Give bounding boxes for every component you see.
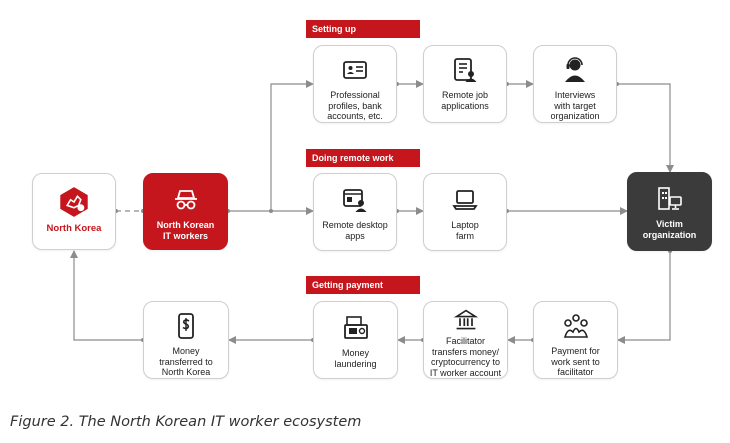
node-label: Professional profiles, bank accounts, et… [327, 90, 383, 121]
node-label: Interviews with target organization [550, 90, 600, 121]
node-professional-profiles: Professional profiles, bank accounts, et… [313, 45, 397, 123]
node-label: Money laundering [334, 348, 377, 369]
node-it-workers: North Korean IT workers [143, 173, 228, 250]
node-north-korea: North Korea [32, 173, 116, 250]
node-payment-facilitator: Payment for work sent to facilitator [533, 301, 618, 379]
id-card-icon [343, 61, 367, 79]
figure-caption: Figure 2. The North Korean IT worker eco… [10, 414, 362, 430]
node-label: Laptop farm [451, 220, 479, 241]
node-label: Remote desktop apps [322, 220, 388, 241]
node-label: Money transferred to North Korea [159, 346, 213, 377]
node-victim-organization: Victim organization [627, 172, 712, 251]
node-facilitator-transfer: Facilitator transfers money/ cryptocurre… [423, 301, 508, 379]
bank-icon [453, 309, 478, 330]
people-group-icon [563, 314, 588, 338]
node-laptop-farm: Laptop farm [423, 173, 507, 251]
interview-person-icon [565, 57, 585, 82]
node-interviews: Interviews with target organization [533, 45, 617, 123]
spy-icon [174, 190, 197, 210]
node-label: North Korean IT workers [156, 220, 215, 241]
node-label: Victim organization [642, 219, 697, 240]
node-job-applications: Remote job applications [423, 45, 507, 123]
phone-money-icon [178, 313, 194, 339]
node-label: Payment for work sent to facilitator [551, 346, 600, 377]
remote-desktop-icon [343, 189, 367, 212]
cash-register-icon [343, 316, 368, 339]
stage-setting-up: Setting up [306, 20, 420, 38]
application-list-icon [454, 58, 477, 82]
stage-doing-remote-work: Doing remote work [306, 149, 420, 167]
map-badge-icon [60, 187, 88, 217]
building-computer-icon [657, 187, 682, 210]
node-remote-desktop: Remote desktop apps [313, 173, 397, 251]
stage-getting-payment: Getting payment [306, 276, 420, 294]
node-label: Facilitator transfers money/ cryptocurre… [429, 336, 502, 378]
node-money-laundering: Money laundering [313, 301, 398, 379]
node-label: North Korea [46, 223, 102, 234]
node-money-transferred: Money transferred to North Korea [143, 301, 229, 379]
node-label: Remote job applications [441, 90, 489, 111]
laptop-icon [452, 190, 478, 210]
